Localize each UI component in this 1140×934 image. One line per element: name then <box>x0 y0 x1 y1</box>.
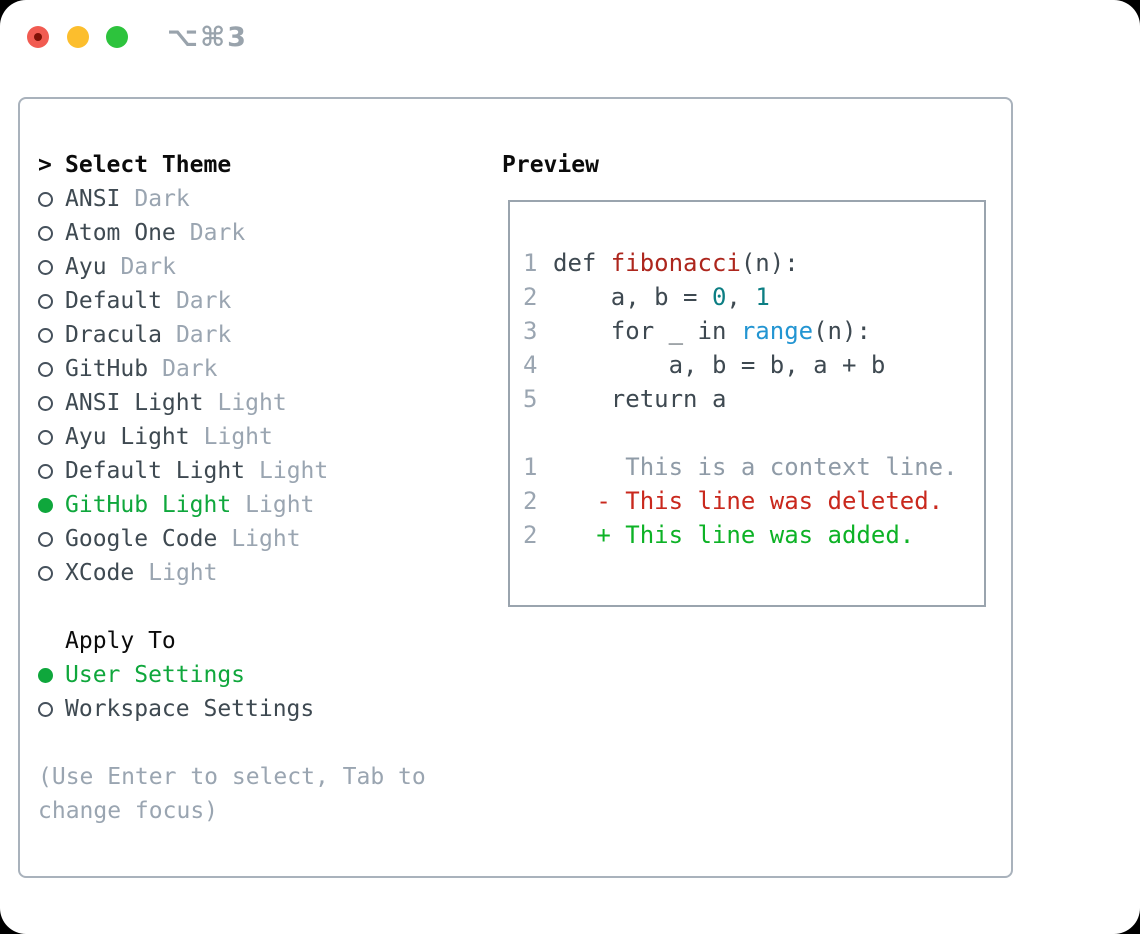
theme-option-ayu-dark[interactable]: Ayu Dark <box>38 250 478 284</box>
code-line: 3 for _ in range(n): <box>523 317 871 345</box>
theme-option-ayu-light[interactable]: Ayu Light Light <box>38 420 478 454</box>
code-line: 5 return a <box>523 385 727 413</box>
theme-option-xcode-light[interactable]: XCode Light <box>38 556 478 590</box>
theme-option-default-dark[interactable]: Default Dark <box>38 284 478 318</box>
radio-icon <box>38 429 65 445</box>
keyboard-hint-line2: change focus) <box>38 798 219 824</box>
prompt-icon: > <box>38 152 52 178</box>
theme-option-dracula-dark[interactable]: Dracula Dark <box>38 318 478 352</box>
radio-icon <box>38 293 65 309</box>
radio-icon <box>38 463 65 479</box>
keyboard-hint-line1: (Use Enter to select, Tab to <box>38 764 426 790</box>
radio-icon <box>38 395 65 411</box>
radio-icon <box>38 259 65 275</box>
radio-icon <box>38 327 65 343</box>
code-line: 2 a, b = 0, 1 <box>523 283 770 311</box>
apply-option-user-settings[interactable]: User Settings <box>38 658 478 692</box>
code-line: 4 a, b = b, a + b <box>523 351 886 379</box>
theme-option-ansi-dark[interactable]: ANSI Dark <box>38 182 478 216</box>
diff-context-line: 1 This is a context line. <box>523 453 958 481</box>
diff-deleted-line: 2 - This line was deleted. <box>523 487 944 515</box>
radio-icon <box>38 701 65 717</box>
blank-line <box>523 416 984 450</box>
theme-option-default-light[interactable]: Default Light Light <box>38 454 478 488</box>
radio-icon <box>38 361 65 377</box>
theme-list: > Select Theme ANSI Dark Atom One Dark A… <box>38 148 478 828</box>
zoom-button[interactable] <box>106 26 128 48</box>
radio-selected-icon <box>38 667 65 683</box>
diff-added-line: 2 + This line was added. <box>523 521 915 549</box>
minimize-button[interactable] <box>67 26 89 48</box>
radio-icon <box>38 565 65 581</box>
window-title-shortcut: ⌥⌘3 <box>167 22 248 53</box>
select-theme-title: Select Theme <box>65 152 232 178</box>
select-theme-heading: > Select Theme <box>38 148 478 182</box>
titlebar: ⌥⌘3 <box>0 0 1140 74</box>
radio-icon <box>38 225 65 241</box>
theme-option-github-dark[interactable]: GitHub Dark <box>38 352 478 386</box>
radio-icon <box>38 191 65 207</box>
radio-selected-icon <box>38 497 65 513</box>
theme-option-ansi-light[interactable]: ANSI Light Light <box>38 386 478 420</box>
close-button[interactable] <box>27 26 49 48</box>
preview-title: Preview <box>502 152 599 178</box>
theme-option-google-code-light[interactable]: Google Code Light <box>38 522 478 556</box>
apply-option-workspace-settings[interactable]: Workspace Settings <box>38 692 478 726</box>
apply-to-heading: Apply To <box>65 628 176 654</box>
radio-icon <box>38 531 65 547</box>
theme-option-github-light[interactable]: GitHub Light Light <box>38 488 478 522</box>
theme-option-atom-one-dark[interactable]: Atom One Dark <box>38 216 478 250</box>
theme-picker-panel: > Select Theme ANSI Dark Atom One Dark A… <box>18 97 1013 878</box>
